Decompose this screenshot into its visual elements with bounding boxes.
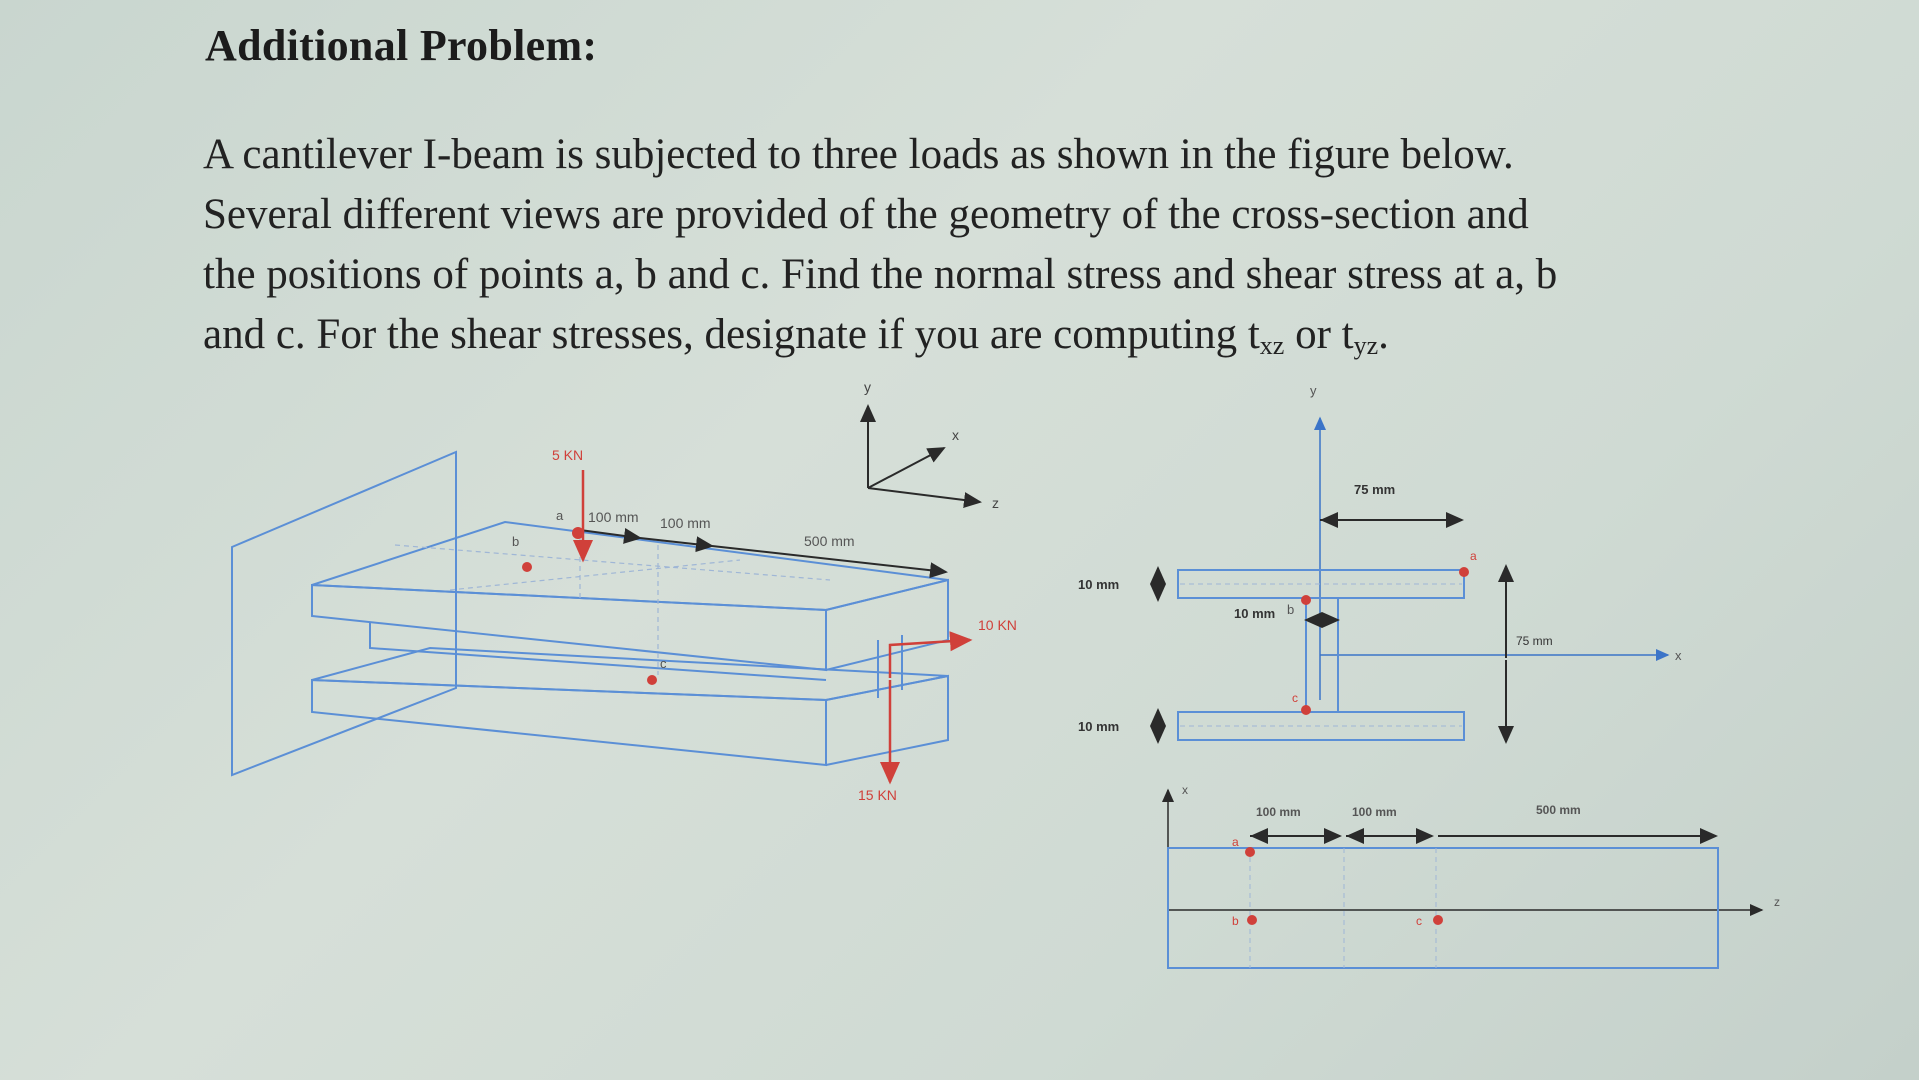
iso-point-c-label: c (660, 656, 667, 671)
problem-statement: A cantilever I-beam is subjected to thre… (203, 125, 1703, 376)
plan-axis-x-label: x (1182, 783, 1188, 797)
section-dim-75-side: 75 mm (1516, 634, 1553, 648)
statement-line-4: and c. For the shear stresses, designate… (203, 305, 1703, 376)
section-dim-75-top: 75 mm (1354, 482, 1395, 497)
iso-point-a-label: a (556, 508, 564, 523)
section-bottom-flange (1177, 711, 1465, 741)
iso-point-a (572, 527, 584, 539)
load-10kn-label: 10 KN (978, 617, 1017, 633)
statement-line-4-or: or t (1284, 311, 1354, 358)
section-dim-10-bottom-flange: 10 mm (1078, 719, 1119, 734)
statement-line-2: Several different views are provided of … (203, 191, 1529, 238)
load-15kn-label: 15 KN (858, 787, 897, 803)
plan-dim-100a: 100 mm (1256, 805, 1301, 819)
iso-dim-100b: 100 mm (660, 515, 711, 531)
section-dim-10-top-flange: 10 mm (1078, 577, 1119, 592)
section-axis-y-label: y (1310, 383, 1317, 398)
sub-yz: yz (1353, 331, 1379, 360)
section-point-b (1301, 595, 1311, 605)
plan-axis-z-label: z (1774, 895, 1780, 909)
plan-point-b (1247, 915, 1257, 925)
section-point-a (1459, 567, 1469, 577)
iso-point-b-label: b (512, 534, 519, 549)
heading: Additional Problem: (205, 21, 598, 70)
statement-line-1: A cantilever I-beam is subjected to thre… (203, 131, 1514, 178)
iso-axis-x-label: x (952, 427, 959, 443)
plan-point-a (1245, 847, 1255, 857)
section-point-a-label: a (1470, 549, 1477, 563)
iso-dim-500: 500 mm (804, 533, 855, 549)
wall-support (231, 450, 457, 777)
plan-dim-500: 500 mm (1536, 803, 1581, 817)
plan-point-b-label: b (1232, 914, 1239, 928)
iso-dim-100a: 100 mm (588, 509, 639, 525)
load-5kn-label: 5 KN (552, 447, 583, 463)
section-point-b-label: b (1287, 602, 1294, 617)
sub-xz: xz (1259, 331, 1285, 360)
section-point-c (1301, 705, 1311, 715)
plan-outline (1167, 847, 1719, 969)
plan-point-c-label: c (1416, 914, 1422, 928)
section-point-c-label: c (1292, 691, 1298, 705)
statement-line-3: the positions of points a, b and c. Find… (203, 251, 1558, 298)
iso-point-b (522, 562, 532, 572)
load-10kn-arrow (888, 631, 973, 678)
statement-line-4-pre: and c. For the shear stresses, designate… (203, 311, 1260, 358)
section-axis-x-label: x (1675, 648, 1682, 663)
plan-point-a-label: a (1232, 835, 1239, 849)
iso-axis-y-label: y (864, 379, 871, 395)
statement-line-4-end: . (1378, 311, 1389, 358)
iso-axis-z-label: z (992, 495, 999, 511)
section-dim-10-web: 10 mm (1234, 606, 1275, 621)
plan-point-c (1433, 915, 1443, 925)
plan-dim-100b: 100 mm (1352, 805, 1397, 819)
iso-point-c (647, 675, 657, 685)
web (369, 622, 827, 681)
